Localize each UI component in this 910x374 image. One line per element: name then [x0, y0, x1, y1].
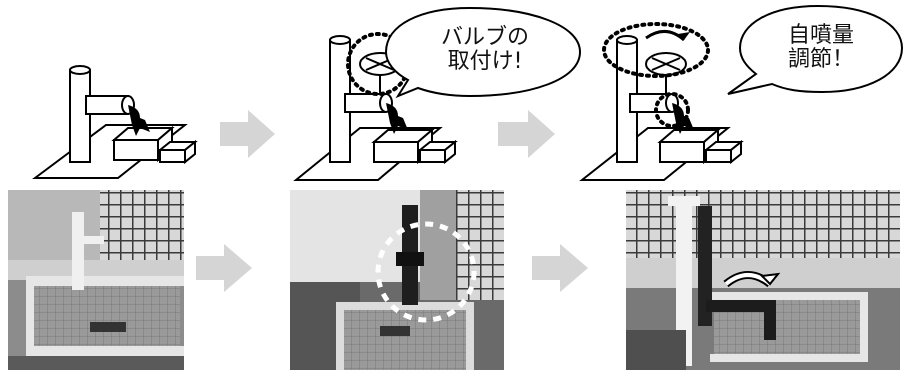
photo-step-2: [290, 190, 504, 370]
arrow-right-icon: [220, 110, 275, 158]
faucet-icon: [672, 103, 694, 134]
speech-bubble-adjust: [727, 4, 904, 95]
highlight-circle: [654, 92, 690, 128]
faucet-icon: [128, 105, 150, 136]
bubble-text-adjust: 自噴量 調節！: [787, 23, 854, 72]
photo-step-1: [8, 190, 184, 370]
arrow-right-icon: [498, 110, 555, 158]
arrow-right-icon: [196, 244, 252, 292]
rotate-icon: [645, 30, 685, 42]
highlight-ellipse: [602, 22, 710, 78]
bubble-text-valve: バルブの 取付け!: [440, 25, 529, 74]
photo-step-3: [626, 190, 900, 370]
speech-bubble-valve: [384, 6, 582, 99]
highlight-circle: [375, 221, 477, 323]
faucet-icon: [386, 103, 408, 134]
pump-diagram-1: [31, 65, 198, 179]
pump-diagram-2: [293, 35, 458, 181]
arrow-right-icon: [532, 244, 588, 292]
